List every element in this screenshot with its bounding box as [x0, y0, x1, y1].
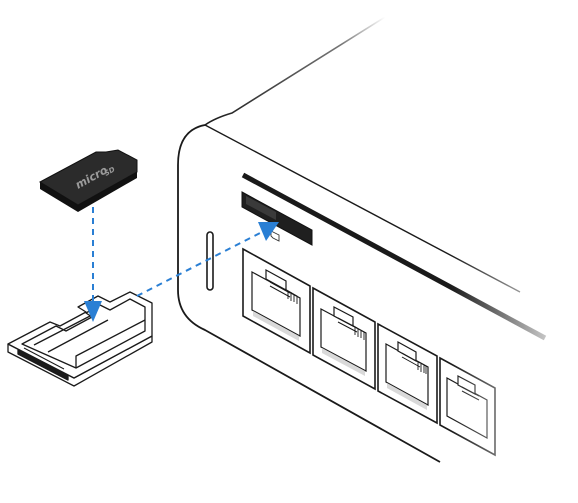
microsd-card-face: [38, 149, 138, 206]
status-led-bar: [206, 231, 214, 291]
ethernet-port-3: [377, 322, 438, 425]
microsd-card-edge: [40, 172, 137, 212]
tray-inner-ledge: [33, 314, 146, 368]
insert-tray-into-slot-arrow: [136, 222, 279, 297]
microsd-card: micro SD: [38, 149, 138, 212]
arrow-up-right-icon: [258, 222, 279, 241]
device-front-face: [177, 124, 441, 463]
device-top-bevel: [204, 124, 521, 293]
device-top-edge: [204, 16, 386, 126]
ethernet-port-2: [312, 286, 376, 391]
top-stripe: [241, 172, 547, 341]
router-device: [177, 16, 547, 463]
tray-grip: [17, 349, 69, 381]
sd-card-tray: [7, 291, 153, 387]
tray-grip-notch: [23, 347, 65, 370]
sd-slot-opening: [246, 196, 276, 220]
ethernet-port-4: [439, 356, 496, 457]
ethernet-port-1: [242, 247, 311, 355]
sd-symbol-icon: [270, 230, 280, 242]
insert-card-into-tray-arrow: [84, 207, 102, 322]
arrow-down-icon: [84, 301, 102, 322]
